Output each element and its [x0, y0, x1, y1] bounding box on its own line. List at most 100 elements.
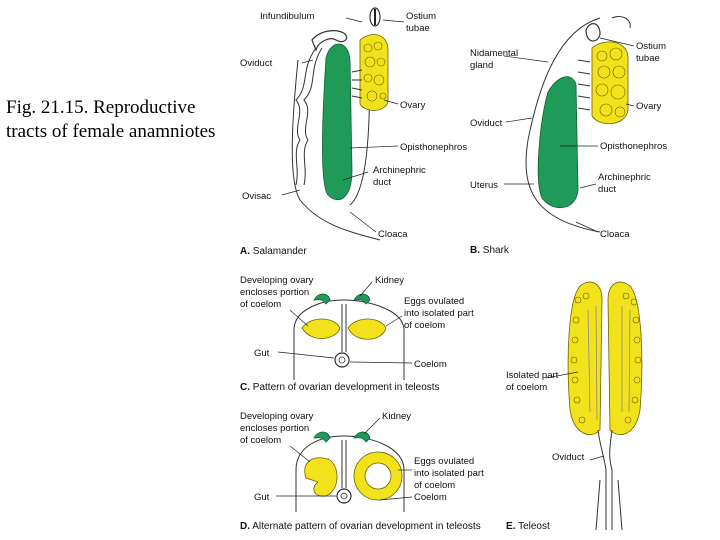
shark-opisthonephros-shape [537, 76, 579, 208]
label-nidamental-line2: gland [470, 60, 493, 71]
label-d-developing-line1: Developing ovary [240, 411, 314, 422]
label-c-gut: Gut [254, 348, 270, 359]
panel-d-ovary-lumen [364, 462, 392, 490]
label-c-coelom: Coelom [414, 359, 447, 370]
panel-d-name: Alternate pattern of ovarian development… [252, 521, 480, 532]
label-shark-archinephric-line1: Archinephric [598, 172, 651, 183]
label-e-oviduct: Oviduct [552, 452, 585, 463]
panel-d-body-wall [295, 435, 405, 512]
panel-c-mesentery [341, 304, 347, 352]
panel-a-letter: A. [240, 246, 250, 257]
leader-e-oviduct [589, 455, 605, 461]
label-shark-opisthonephros: Opisthonephros [600, 141, 667, 152]
label-archinephric-line1: Archinephric [373, 165, 426, 176]
panel-d-kidney-left [313, 431, 331, 443]
label-d-eggs-line2: into isolated part [414, 468, 484, 479]
leader-d-kidney [363, 417, 381, 435]
leader-nidamental [503, 55, 549, 63]
teleost-ovary-left [567, 281, 603, 435]
shark-ostium-shape [585, 23, 601, 42]
label-ovisac: Ovisac [242, 191, 271, 202]
label-c-eggs-line2: into isolated part [404, 308, 474, 319]
label-ostium-line2: tubae [406, 23, 430, 34]
panel-d-ovary-left [304, 457, 338, 497]
panel-d-mesentery [341, 440, 347, 488]
shark-body-wall [525, 17, 601, 233]
teleost-egg-pattern [570, 292, 642, 424]
panel-b-caption: B. Shark [470, 245, 510, 256]
label-c-developing-line2: encloses portion [240, 287, 309, 298]
label-ovary: Ovary [400, 100, 426, 111]
leader-c-coelom [349, 361, 413, 364]
leader-c-gut [277, 351, 335, 359]
shark-ovary-shape [591, 41, 629, 124]
leader-shark-ovary [625, 103, 635, 107]
panel-e-name: Teleost [518, 521, 550, 532]
salamander-opisthonephros-shape [322, 43, 353, 200]
panel-c-body-wall [293, 299, 405, 380]
leader-cloaca [349, 211, 377, 233]
label-d-developing-line2: encloses portion [240, 423, 309, 434]
panel-b-name: Shark [483, 245, 510, 256]
leader-ostium [382, 19, 405, 23]
leader-d-developing [289, 445, 311, 463]
leader-ovisac [281, 189, 301, 196]
teleost-oviduct-opening [595, 479, 623, 531]
label-archinephric-line2: duct [373, 177, 391, 188]
panel-c-letter: C. [240, 382, 250, 393]
salamander-oviduct-inner [303, 47, 323, 186]
panel-c-name: Pattern of ovarian development in teleos… [253, 382, 440, 393]
label-infundibulum: Infundibulum [260, 11, 314, 22]
caption-line-1: Fig. 21.15. Reproductive [6, 97, 196, 118]
label-isolated-line2: of coelom [506, 382, 547, 393]
label-cloaca: Cloaca [378, 229, 408, 240]
leader-c-eggs [385, 315, 403, 327]
teleost-left-lumen-lines [587, 305, 598, 421]
panel-d-letter: D. [240, 521, 250, 532]
ovary-mesentery-lines [351, 69, 363, 99]
label-d-developing-line3: of coelom [240, 435, 281, 446]
figure-caption: Fig. 21.15. Reproductive tracts of femal… [6, 96, 276, 144]
panel-a-salamander: Infundibulum Ostium tubae Oviduct Ovary … [240, 7, 467, 257]
leader-archinephric [342, 171, 369, 181]
leader-opisthonephros [349, 145, 399, 149]
teleost-ovary-right [607, 281, 643, 435]
label-shark-ostium-line1: Ostium [636, 41, 666, 52]
label-ostium-line1: Ostium [406, 11, 436, 22]
shark-ostium-hook [611, 15, 631, 29]
label-c-developing-line1: Developing ovary [240, 275, 314, 286]
caption-line-2: tracts of female anamniotes [6, 121, 216, 142]
salamander-oviduct-shape [295, 47, 317, 186]
leader-shark-ostium [599, 37, 635, 47]
panel-a-caption: A. Salamander [240, 246, 307, 257]
label-uterus: Uterus [470, 180, 498, 191]
panel-d-kidney-right [353, 431, 371, 443]
label-nidamental-line1: Nidamental [470, 48, 518, 59]
label-d-eggs-line3: of coelom [414, 480, 455, 491]
leader-d-coelom [379, 496, 413, 501]
salamander-ovary-eggs [363, 41, 387, 102]
panel-c-teleost-pattern: Developing ovary encloses portion of coe… [240, 275, 474, 393]
leader-c-developing [289, 309, 309, 327]
salamander-infundibulum-shape [311, 30, 348, 52]
label-c-eggs-line1: Eggs ovulated [404, 296, 464, 307]
shark-mesentery-lines [577, 59, 591, 111]
panel-c-ovary-right [347, 318, 387, 340]
label-shark-ovary: Ovary [636, 101, 662, 112]
panel-d-caption: D. Alternate pattern of ovarian developm… [240, 521, 481, 532]
label-d-coelom: Coelom [414, 492, 447, 503]
salamander-ovary-shape [359, 34, 389, 111]
leader-shark-archinephric [579, 183, 597, 189]
label-c-developing-line3: of coelom [240, 299, 281, 310]
leader-oviduct [301, 59, 314, 64]
panel-e-caption: E. Teleost [506, 521, 550, 532]
panel-c-kidney-right [353, 293, 371, 305]
label-shark-cloaca: Cloaca [600, 229, 630, 240]
label-shark-oviduct: Oviduct [470, 118, 503, 129]
label-c-kidney: Kidney [375, 275, 404, 286]
panel-e-letter: E. [506, 521, 516, 532]
panel-b-shark: Nidamental gland Ostium tubae Ovary Ovid… [470, 15, 667, 256]
panel-c-gut-lumen [338, 356, 346, 364]
label-oviduct: Oviduct [240, 58, 273, 69]
panel-c-kidney-left [313, 293, 331, 305]
